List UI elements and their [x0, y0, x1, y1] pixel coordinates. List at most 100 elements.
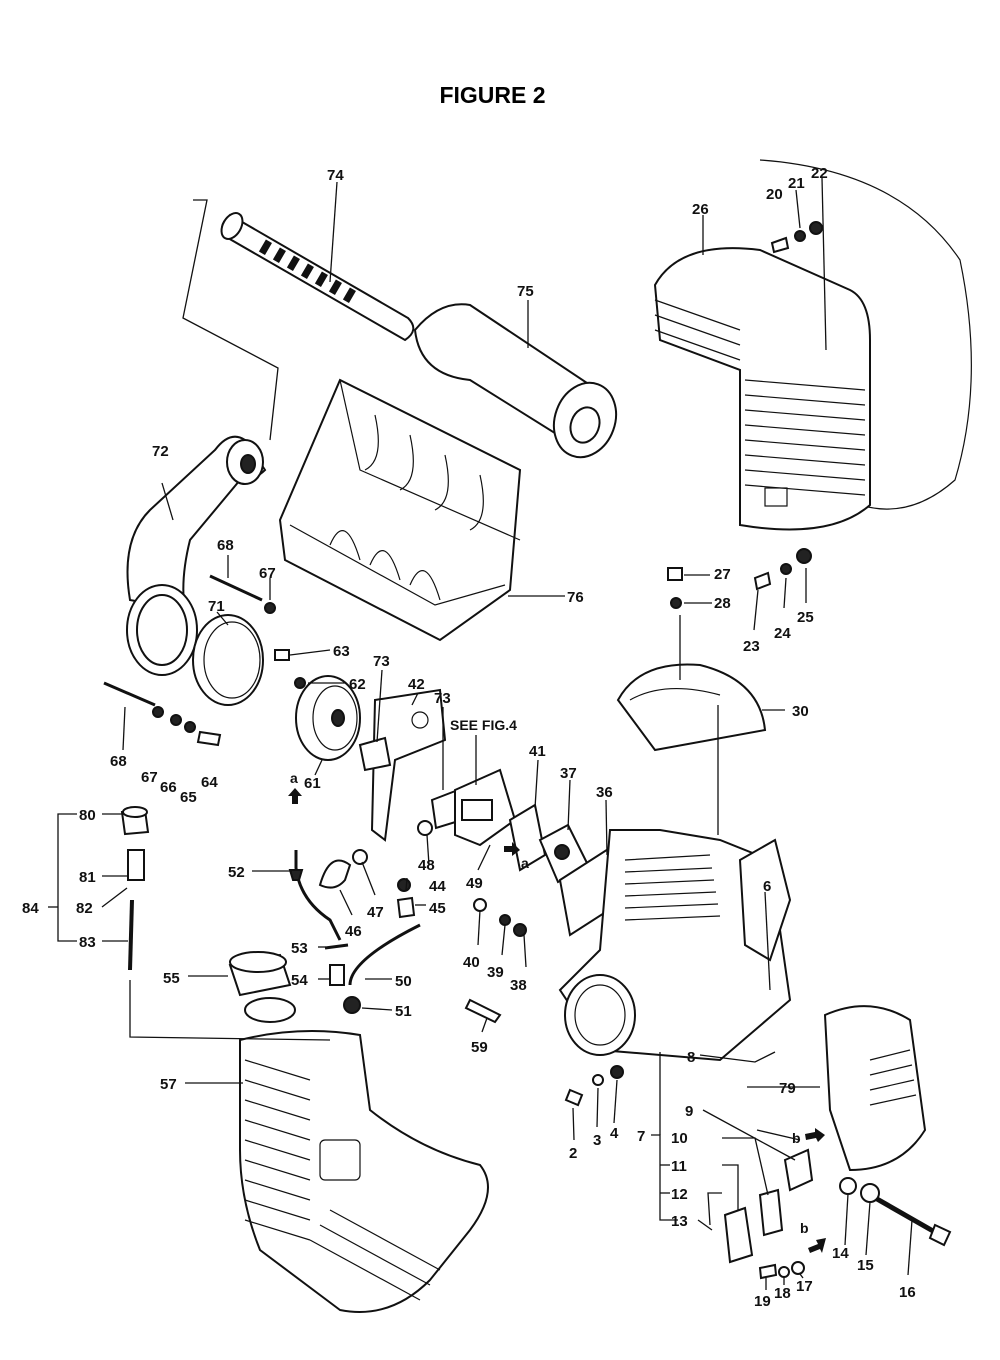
arrow-b-label-2: b [800, 1220, 809, 1236]
gasket-11 [758, 1188, 784, 1237]
part-number-2: 2 [569, 1145, 577, 1162]
part-number-23: 23 [743, 638, 760, 655]
part-number-81: 81 [79, 869, 96, 886]
part-number-42: 42 [408, 676, 425, 693]
part-number-10: 10 [671, 1130, 688, 1147]
screw-2 [564, 1088, 584, 1107]
part-number-79: 79 [779, 1080, 796, 1097]
part-number-72: 72 [152, 443, 169, 460]
part-number-18: 18 [774, 1285, 791, 1302]
part-number-55: 55 [163, 970, 180, 987]
washer-15 [860, 1183, 880, 1203]
arrow-b [805, 1128, 826, 1253]
part-number-6: 6 [763, 878, 771, 895]
fan-housing-26 [653, 159, 972, 531]
part-number-67: 67 [259, 565, 276, 582]
part-number-84: 84 [22, 900, 39, 917]
part-number-82: 82 [76, 900, 93, 917]
part-number-28: 28 [714, 595, 731, 612]
part-number-15: 15 [857, 1257, 874, 1274]
screw-63 [274, 649, 290, 661]
part-number-19: 19 [754, 1293, 771, 1310]
part-number-46: 46 [345, 923, 362, 940]
part-number-17: 17 [796, 1278, 813, 1295]
nut-22 [809, 221, 823, 235]
screw-20 [770, 236, 790, 254]
screw-23 [753, 571, 772, 591]
part-number-38: 38 [510, 977, 527, 994]
part-number-26: 26 [692, 201, 709, 218]
washer-21 [794, 230, 806, 242]
fuel-line-52 [288, 850, 342, 941]
part-number-30: 30 [792, 703, 809, 720]
washer-24 [780, 563, 792, 575]
arrow-a-label: a [290, 770, 298, 786]
arrow-b-label: b [792, 1130, 801, 1146]
part-number-14: 14 [832, 1245, 849, 1262]
part-number-83: 83 [79, 934, 96, 951]
part-number-3: 3 [593, 1132, 601, 1149]
part-number-52: 52 [228, 864, 245, 881]
part-number-50: 50 [395, 973, 412, 990]
washer-3 [592, 1074, 604, 1086]
washer-14 [839, 1177, 857, 1195]
part-number-57: 57 [160, 1076, 177, 1093]
part-number-64: 64 [201, 774, 218, 791]
part-number-48: 48 [418, 857, 435, 874]
nut-25 [796, 548, 812, 564]
part-number-67-b: 67 [141, 769, 158, 786]
part-number-54: 54 [291, 972, 308, 989]
air-cleaner-case-76 [278, 378, 522, 642]
clip-59 [464, 998, 502, 1024]
cylinder-cover-30 [616, 663, 767, 752]
spacer-37 [538, 823, 590, 884]
arrow-a [288, 788, 520, 856]
part-number-61: 61 [304, 775, 321, 792]
washer-17 [791, 1261, 805, 1275]
part-number-37: 37 [560, 765, 577, 782]
part-number-16: 16 [899, 1284, 916, 1301]
figure-title: FIGURE 2 [439, 82, 546, 108]
part-number-51: 51 [395, 1003, 412, 1020]
part-number-63: 63 [333, 643, 350, 660]
part-number-4: 4 [610, 1125, 619, 1142]
part-number-27: 27 [714, 566, 731, 583]
engine-block [558, 829, 792, 1062]
filter-cover-61 [295, 675, 361, 761]
fuel-tank-57 [239, 997, 489, 1313]
part-number-68-b: 68 [110, 753, 127, 770]
part-number-49: 49 [466, 875, 483, 892]
hardware-38-40 [473, 898, 527, 937]
part-number-20: 20 [766, 186, 783, 203]
insulator-41 [508, 803, 547, 872]
carburetor [454, 768, 517, 847]
part-number-71: 71 [208, 598, 225, 615]
part-number-53: 53 [291, 940, 308, 957]
part-number-25: 25 [797, 609, 814, 626]
part-number-73-b: 73 [434, 690, 451, 707]
part-number-80: 80 [79, 807, 96, 824]
washers-64-67 [152, 706, 222, 747]
washer-28 [670, 597, 682, 609]
arrow-a-label-2: a [521, 855, 529, 871]
part-number-41: 41 [529, 743, 546, 760]
fuel-cap-55 [228, 951, 292, 997]
muffler-79 [823, 1005, 927, 1172]
part-number-76: 76 [567, 589, 584, 606]
part-number-40: 40 [463, 954, 480, 971]
part-number-39: 39 [487, 964, 504, 981]
part-number-62: 62 [349, 676, 366, 693]
outlet-10 [783, 1148, 814, 1192]
part-number-labels: 74 75 76 72 68 67 71 63 62 68 67 66 65 6… [22, 165, 916, 1310]
note-labels: SEE FIG.4 a a b b [290, 717, 809, 1236]
elbow-duct-72 [126, 435, 267, 676]
part-number-75: 75 [517, 283, 534, 300]
bolt-16 [868, 1192, 952, 1247]
part-number-22: 22 [811, 165, 828, 182]
part-number-9: 9 [685, 1103, 693, 1120]
part-number-59: 59 [471, 1039, 488, 1056]
part-number-8: 8 [687, 1049, 695, 1066]
part-number-24: 24 [774, 625, 791, 642]
part-number-45: 45 [429, 900, 446, 917]
bolt-68 [103, 574, 263, 707]
